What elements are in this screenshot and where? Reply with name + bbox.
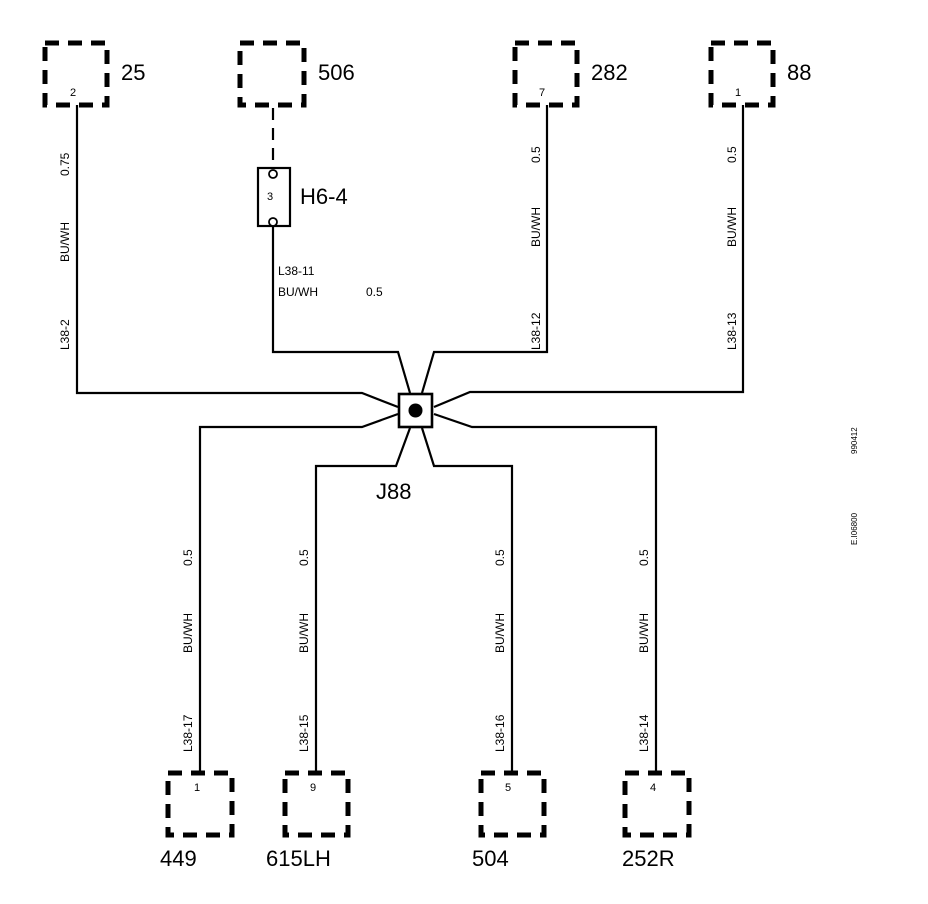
margin-figure-code: E.I06800 (850, 512, 859, 545)
connector-25[interactable]: 2 25 (42, 40, 145, 108)
wire-l38-16-circuit: L38-16 (493, 714, 507, 752)
connector-88[interactable]: 1 88 (708, 40, 811, 108)
connector-504[interactable]: 5 504 (472, 770, 547, 871)
connector-615lh[interactable]: 9 615LH (266, 770, 351, 871)
wire-l38-12-color: BU/WH (529, 207, 543, 247)
connector-252r[interactable]: 4 252R (622, 770, 692, 871)
connector-449[interactable]: 1 449 (160, 770, 235, 871)
wire-l38-15-circuit: L38-15 (297, 714, 311, 752)
wire-l38-2-circuit: L38-2 (58, 319, 72, 350)
wire-l38-13-gauge: 0.5 (725, 146, 739, 163)
wire-l38-15-color: BU/WH (297, 613, 311, 653)
wire-l38-11-color: BU/WH (278, 285, 318, 299)
wire-l38-13-color: BU/WH (725, 207, 739, 247)
connector-506-label: 506 (318, 60, 355, 85)
connector-282-label: 282 (591, 60, 628, 85)
splice-label: J88 (376, 479, 411, 504)
wire-l38-15[interactable]: 0.5 BU/WH L38-15 (297, 427, 412, 772)
wire-l38-16-color: BU/WH (493, 613, 507, 653)
wire-l38-17-circuit: L38-17 (181, 714, 195, 752)
wire-l38-14-circuit: L38-14 (637, 714, 651, 752)
connector-449-label: 449 (160, 846, 197, 871)
connector-504-label: 504 (472, 846, 509, 871)
wire-l38-11-gauge: 0.5 (366, 285, 383, 299)
wire-l38-2[interactable]: 0.75 BU/WH L38-2 (58, 105, 399, 409)
wire-l38-13-circuit: L38-13 (725, 312, 739, 350)
splice-dot-icon (408, 403, 423, 418)
connector-449-pin: 1 (194, 782, 200, 794)
wire-l38-17[interactable]: 0.5 BU/WH L38-17 (181, 412, 399, 772)
wire-l38-2-color: BU/WH (58, 222, 72, 262)
connector-252r-label: 252R (622, 846, 675, 871)
wire-l38-14-gauge: 0.5 (637, 549, 651, 566)
wire-l38-11-circuit: L38-11 (278, 264, 315, 278)
wire-l38-12[interactable]: 0.5 BU/WH L38-12 (420, 105, 549, 394)
wire-l38-17-color: BU/WH (181, 613, 195, 653)
wire-l38-16[interactable]: 0.5 BU/WH L38-16 (420, 427, 514, 772)
wire-l38-13[interactable]: 0.5 BU/WH L38-13 (433, 105, 745, 409)
connector-88-pin: 1 (735, 87, 741, 99)
connector-282[interactable]: 7 282 (512, 40, 628, 108)
wire-l38-12-circuit: L38-12 (529, 312, 543, 350)
connector-504-pin: 5 (505, 782, 511, 794)
connector-615lh-label: 615LH (266, 846, 331, 871)
wire-l38-2-gauge: 0.75 (58, 152, 72, 176)
wire-l38-17-gauge: 0.5 (181, 549, 195, 566)
connector-25-label: 25 (121, 60, 145, 85)
wire-l38-11[interactable]: L38-11 BU/WH 0.5 (271, 226, 412, 394)
margin-date-code: 990412 (850, 427, 859, 454)
inline-connector-label: H6-4 (300, 184, 348, 209)
connector-252r-pin: 4 (650, 782, 656, 794)
wire-l38-16-gauge: 0.5 (493, 549, 507, 566)
wire-l38-14[interactable]: 0.5 BU/WH L38-14 (433, 412, 658, 772)
connector-282-pin: 7 (539, 87, 545, 99)
wire-l38-15-gauge: 0.5 (297, 549, 311, 566)
connector-88-label: 88 (787, 60, 811, 85)
splice-j88[interactable]: J88 (376, 392, 434, 504)
connector-25-pin: 2 (70, 87, 76, 99)
wire-l38-12-gauge: 0.5 (529, 146, 543, 163)
inline-connector-h6-4[interactable]: 3 H6-4 (256, 108, 348, 228)
inline-connector-pin: 3 (267, 191, 273, 203)
connector-506[interactable]: 506 (237, 40, 355, 108)
connector-615lh-pin: 9 (310, 782, 316, 794)
wire-l38-14-color: BU/WH (637, 613, 651, 653)
